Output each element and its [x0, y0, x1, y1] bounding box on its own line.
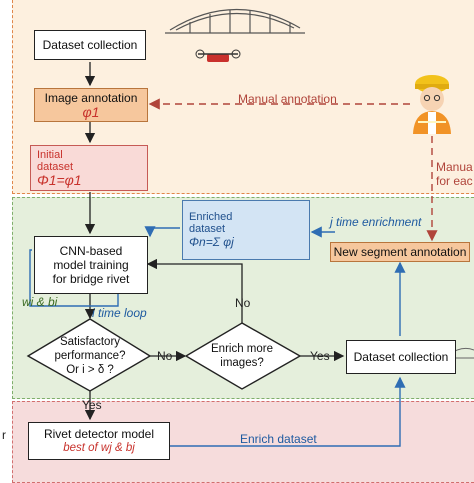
dataset-collection-box: Dataset collection	[34, 30, 146, 60]
satisfactory-decision	[26, 318, 152, 392]
cnn-line-1: CNN-based	[59, 244, 123, 258]
cnn-line-3: for bridge rivet	[52, 272, 130, 286]
new-segment-annotation-box: New segment annotation	[330, 242, 470, 262]
manual-side-label-2: for eac	[436, 174, 473, 188]
manual-side-label-1: Manua	[436, 160, 473, 174]
enrich-line-1: Enrich more	[211, 343, 273, 355]
manual-annotation-label: Manual annotation	[238, 92, 337, 106]
worker-avatar-icon	[413, 75, 451, 134]
enriched-dataset-label: Enriched dataset	[189, 211, 233, 235]
new-segment-label: New segment annotation	[333, 245, 467, 259]
drone-icon	[195, 49, 241, 62]
image-annotation-phi: φ1	[82, 104, 100, 120]
initial-dataset-box: Initial dataset Φ1=φ1	[30, 145, 148, 191]
enrich-dataset-label: Enrich dataset	[240, 432, 317, 446]
initial-dataset-label: Initial dataset	[37, 149, 74, 173]
left-edge-fragment: r	[2, 428, 6, 442]
dataset-collection-mid-label: Dataset collection	[353, 350, 449, 364]
bridge-illustration-top	[165, 8, 305, 34]
no-label-1: No	[157, 349, 173, 363]
cnn-line-2: model training	[53, 258, 129, 272]
yes-label-1: Yes	[310, 349, 330, 363]
enrich-text: Enrich more images?	[196, 342, 288, 370]
image-annotation-label: Image annotation	[44, 91, 138, 105]
no-label-2: No	[235, 296, 251, 310]
image-annotation-box: Image annotation φ1	[34, 88, 148, 122]
j-time-enrichment-label: j time enrichment	[330, 215, 422, 229]
yes-label-2: Yes	[82, 398, 102, 412]
initial-dataset-phi: Φ1=φ1	[37, 172, 82, 188]
dataset-collection-label: Dataset collection	[42, 38, 138, 52]
dataset-collection-mid-box: Dataset collection	[346, 340, 456, 374]
cnn-training-box: CNN-based model training for bridge rive…	[34, 236, 148, 294]
rivet-detector-best: best of wj & bj	[63, 442, 135, 454]
satisfactory-text: Satisfactory performance? Or i > δ ?	[42, 335, 138, 377]
satisfactory-line-2: performance?	[54, 350, 126, 362]
rivet-detector-box: Rivet detector model best of wj & bj	[28, 422, 170, 460]
satisfactory-line-1: Satisfactory	[59, 336, 121, 348]
rivet-detector-label: Rivet detector model	[43, 427, 155, 441]
enriched-dataset-phi: Φn=Σ φj	[189, 235, 234, 249]
enriched-dataset-box: Enriched dataset Φn=Σ φj	[182, 200, 310, 260]
wi-bi-label: wi & bi	[22, 295, 58, 309]
satisfactory-line-3: Or i > δ ?	[66, 364, 114, 376]
i-time-loop-label: i time loop	[92, 306, 147, 320]
enrich-line-2: images?	[220, 357, 264, 369]
enrich-decision	[184, 322, 302, 390]
